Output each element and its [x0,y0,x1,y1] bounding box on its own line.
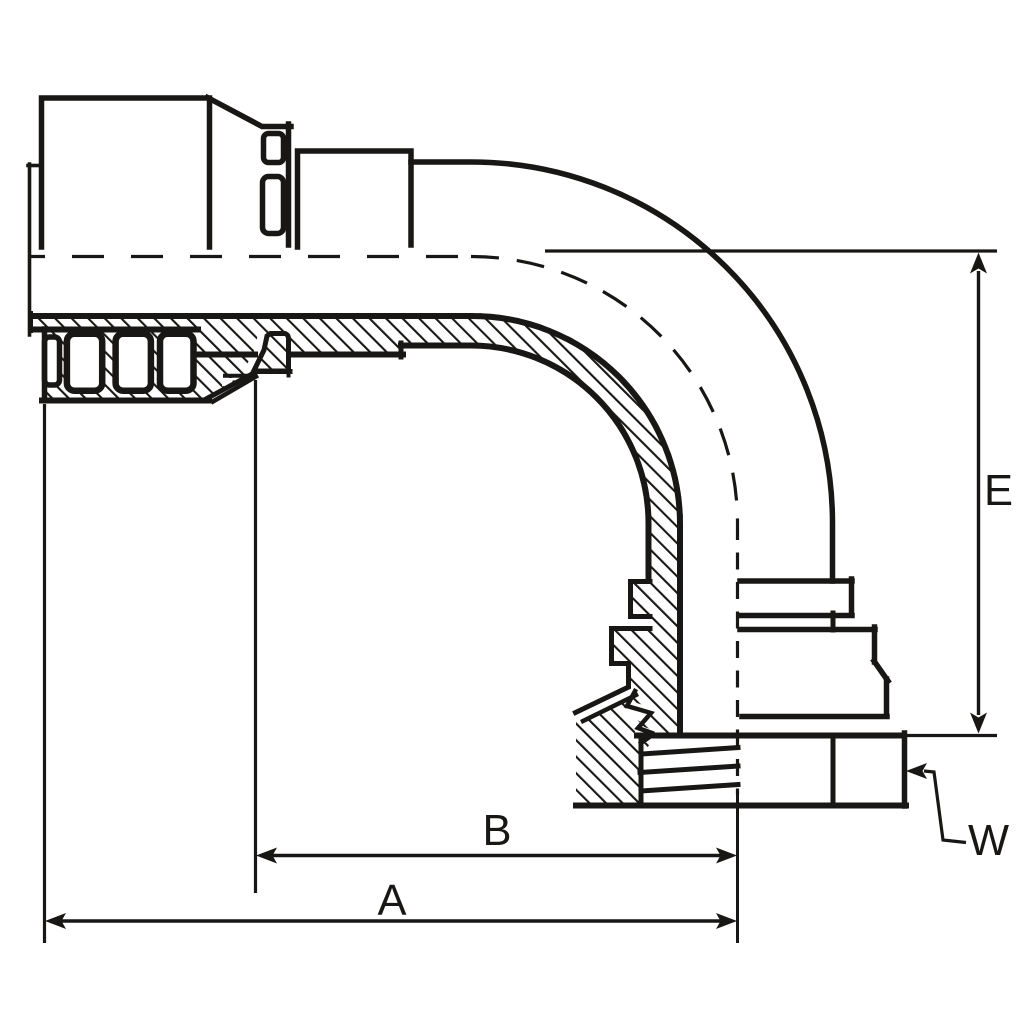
svg-text:W: W [968,817,1009,865]
svg-text:A: A [377,877,406,925]
svg-text:E: E [984,467,1013,515]
svg-text:B: B [482,807,511,855]
